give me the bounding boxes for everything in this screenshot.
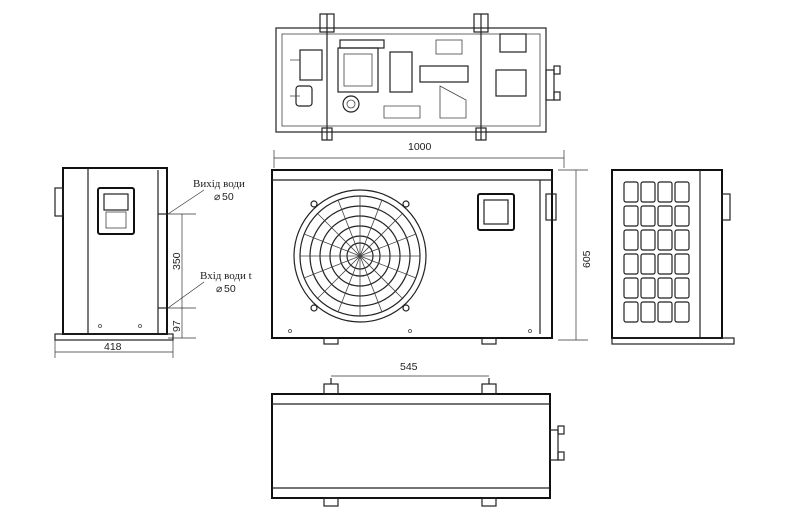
front-view: 1000 605: [271, 141, 593, 345]
top-plan-view: [275, 13, 561, 141]
right-side-view: [611, 169, 735, 345]
inlet-size: 50: [224, 283, 236, 295]
dim-width-label: 418: [104, 341, 122, 353]
dim-foot-spacing-label: 545: [400, 361, 418, 373]
outlet-label: Вихід води: [193, 178, 245, 190]
inlet-label: Вхід води t: [200, 270, 252, 282]
dim-pipe-spacing-label: 350: [171, 252, 183, 270]
coil-grid: [623, 181, 690, 323]
inlet-diameter-icon: ⌀: [216, 283, 223, 295]
outlet-size: 50: [222, 191, 234, 203]
dim-pipe-offset-label: 97: [171, 320, 183, 332]
dim-length-label: 1000: [408, 141, 432, 153]
outlet-diameter-icon: ⌀: [214, 191, 221, 203]
bottom-view: 545: [271, 361, 565, 507]
left-side-view: 418 350 97 Вихід води ⌀ 50 Вхід води t ⌀…: [54, 167, 252, 358]
dim-height-label: 605: [581, 250, 593, 268]
